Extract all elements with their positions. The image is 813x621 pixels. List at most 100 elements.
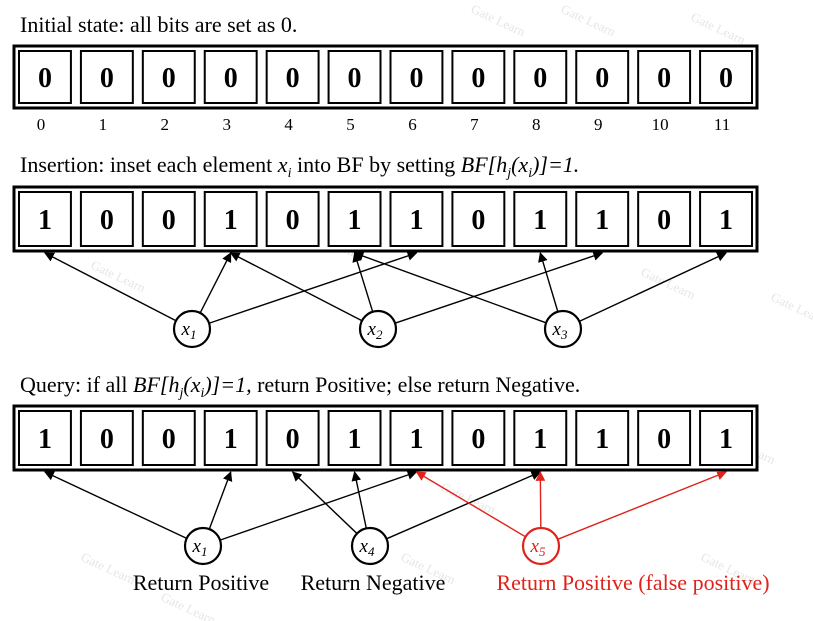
bit-value-query-10: 0 [657,424,671,455]
bit-cell-query-5 [327,410,382,466]
index-label-1: 1 [99,115,108,134]
result-label-x1: Return Positive [133,570,269,595]
bit-cell-query-10 [637,410,692,466]
bit-cell-insertion-0 [18,191,72,247]
bit-value-initial-10: 0 [657,63,671,94]
bit-value-query-4: 0 [286,424,300,455]
bit-cell-initial-4 [265,50,320,104]
bit-value-insertion-2: 0 [162,205,176,236]
insertion-elements: x1 x2 x3 [172,309,583,349]
element-node-x3: x3 [543,309,583,349]
index-label-7: 7 [470,115,479,134]
bit-value-query-0: 1 [38,424,52,455]
index-label-6: 6 [408,115,417,134]
insertion-caption: Insertion: inset each element xi into BF… [20,152,579,181]
bit-value-insertion-6: 1 [409,205,423,236]
element-label: x1 [192,536,208,559]
arrow-x1-to-bit-0 [44,252,177,322]
bit-value-query-5: 1 [348,424,362,455]
bit-cell-insertion-4 [265,191,320,247]
index-label-5: 5 [346,115,355,134]
element-circle [358,309,398,349]
bit-cell-query-0 [18,410,72,466]
element-node-x1: x1 [172,309,212,349]
bit-cell-query-6 [389,410,444,466]
bit-cell-initial-2 [141,50,196,104]
bit-value-initial-1: 0 [100,63,114,94]
watermark-text: Gate Learn [769,289,813,327]
element-circle [172,309,212,349]
bit-cell-query-7 [451,410,506,466]
bit-value-query-2: 0 [162,424,176,455]
array-border [12,185,759,253]
bit-value-query-3: 1 [224,424,238,455]
index-label-3: 3 [222,115,231,134]
arrow-x1-to-bit-6 [219,470,418,541]
bit-cell-initial-8 [513,50,568,104]
bit-value-query-6: 1 [409,424,423,455]
bit-value-insertion-3: 1 [224,205,238,236]
bit-cell-query-9 [575,410,630,466]
index-label-0: 0 [37,115,46,134]
bit-value-insertion-8: 1 [533,205,547,236]
bit-value-query-11: 1 [719,424,733,455]
bit-value-initial-4: 0 [286,63,300,94]
arrow-x3-to-bit-5 [353,251,547,324]
arrow-x5-to-bit-8 [535,471,546,529]
element-circle [350,526,390,566]
bit-value-insertion-1: 0 [100,205,114,236]
query-arrows [44,470,727,541]
element-node-x5: x5 [521,526,561,566]
query-caption: Query: if all BF[hj(xi)]=1, return Posit… [20,372,580,401]
bit-cell-insertion-10 [637,191,692,247]
element-label: x2 [367,319,383,342]
bit-cell-query-4 [265,410,320,466]
watermark-text: Gate Learn [469,1,528,39]
arrow-x3-to-bit-8 [538,252,559,312]
array-border [12,44,759,110]
result-label-x4: Return Negative [301,570,446,595]
bit-cell-initial-11 [699,50,753,104]
bit-cell-insertion-7 [451,191,506,247]
bit-cell-query-11 [699,410,753,466]
bit-cell-insertion-1 [79,191,134,247]
arrow-x5-to-bit-6 [415,471,526,538]
bit-cell-insertion-5 [327,191,382,247]
arrow-x1-to-bit-0 [44,471,187,540]
bit-value-initial-8: 0 [533,63,547,94]
element-label: x3 [552,319,568,342]
element-circle [183,526,223,566]
array-border [12,404,759,472]
initial-caption: Initial state: all bits are set as 0. [20,12,297,37]
bit-cell-initial-3 [203,50,258,104]
bit-cell-insertion-8 [513,191,568,247]
element-circle [521,526,561,566]
bit-value-initial-5: 0 [348,63,362,94]
bit-cell-initial-0 [18,50,72,104]
bit-cell-initial-7 [451,50,506,104]
bit-value-initial-11: 0 [719,63,733,94]
arrow-x4-to-bit-5 [351,471,368,529]
bit-cell-query-1 [79,410,134,466]
bit-cell-initial-10 [637,50,692,104]
bit-cell-insertion-3 [203,191,258,247]
bit-value-initial-7: 0 [471,63,485,94]
bit-value-insertion-10: 0 [657,205,671,236]
element-node-x2: x2 [358,309,398,349]
bit-value-insertion-7: 0 [471,205,485,236]
bit-value-initial-9: 0 [595,63,609,94]
bit-value-insertion-9: 1 [595,205,609,236]
bit-cell-initial-5 [327,50,382,104]
index-label-11: 11 [714,115,730,134]
arrow-x4-to-bit-8 [386,471,542,540]
bit-cell-query-3 [203,410,258,466]
watermark-text: Gate Learn [89,257,148,295]
arrow-x2-to-bit-3 [229,252,363,322]
bit-value-query-7: 0 [471,424,485,455]
bit-value-insertion-0: 1 [38,205,52,236]
bit-value-insertion-4: 0 [286,205,300,236]
